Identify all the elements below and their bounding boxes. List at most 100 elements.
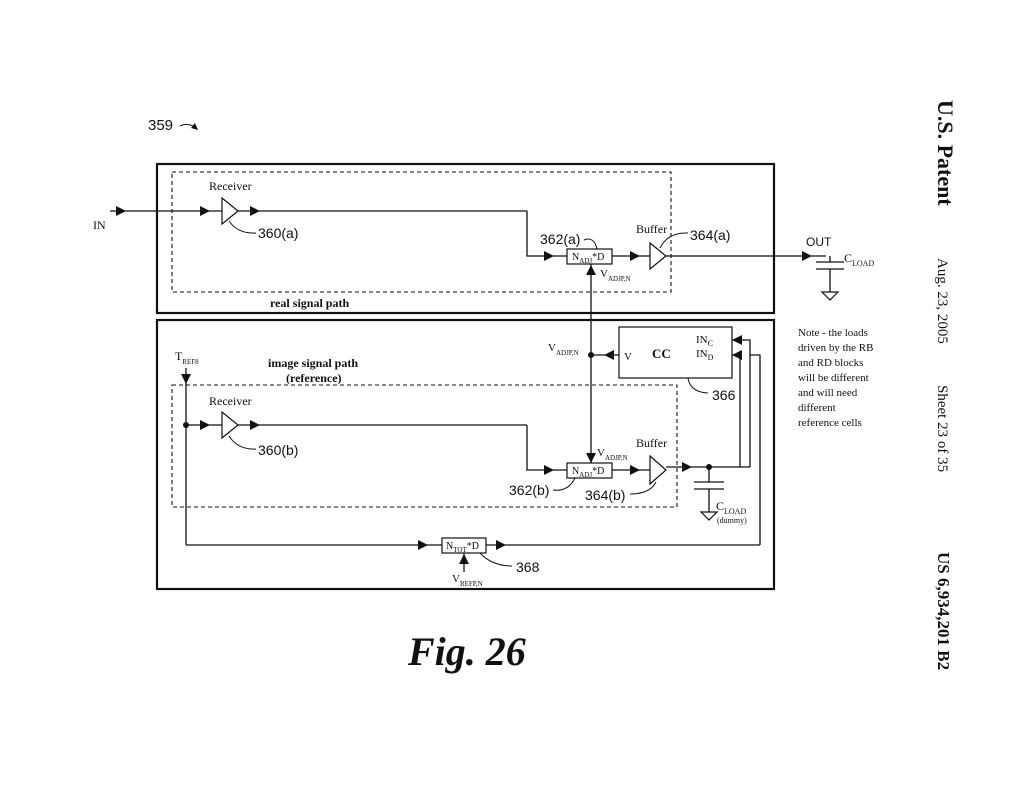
cc-vout-arrow	[604, 350, 614, 360]
tot-n: N	[446, 541, 453, 552]
cc-ind-sub: D	[708, 353, 714, 362]
note-line: driven by the RB	[798, 342, 873, 354]
input-arrow	[116, 206, 126, 216]
cc-ind-label: IND	[696, 348, 714, 362]
receiver-a-triangle	[221, 196, 239, 226]
real-path-label: real signal path	[270, 296, 349, 310]
delay-b-input-arrow	[544, 465, 554, 475]
delay-a-n: N	[572, 252, 579, 263]
image-path-label-line2: (reference)	[286, 371, 342, 385]
note-block: Note - the loads driven by the RB and RD…	[798, 327, 873, 429]
delay-b-ref: 362(b)	[509, 482, 549, 498]
tref-t: T	[175, 349, 183, 363]
delay-a-sub: ADJ	[579, 257, 592, 265]
cload-label: CLOAD	[844, 251, 874, 268]
vadj-up-arrow	[586, 265, 596, 275]
receiver-b-label: Receiver	[209, 394, 252, 408]
real-path-outer-box	[155, 162, 776, 315]
tot-text: NTOT*D	[446, 541, 479, 554]
dummy-note: (dummy)	[717, 516, 747, 525]
cc-v-label: V	[624, 351, 632, 363]
delay-b-suffix: *D	[592, 466, 604, 477]
vadj-b-sub: ADJP,N	[605, 454, 628, 462]
dummy-cload-label: CLOAD	[716, 499, 746, 516]
buffer-b-ref-leader	[629, 481, 657, 495]
cc-ind-in: IN	[696, 348, 708, 360]
figure-ref-number: 359	[148, 117, 173, 134]
figure-ref-arrowhead	[191, 123, 198, 130]
image-path-label-line1: image signal path	[268, 356, 358, 370]
tot-input-arrow	[418, 540, 428, 550]
note-line: reference cells	[798, 417, 862, 429]
note-line: and will need	[798, 387, 858, 399]
note-line: and RD blocks	[798, 357, 863, 369]
tot-suffix: *D	[467, 541, 479, 552]
wire-to-delay-b	[526, 425, 567, 471]
buffer-a-ref: 364(a)	[690, 227, 730, 243]
receiver-a-ref: 360(a)	[258, 225, 298, 241]
cc-ref: 366	[712, 387, 736, 403]
note-line: different	[798, 402, 836, 414]
cload-sub: LOAD	[852, 259, 874, 268]
delay-a-suffix: *D	[592, 252, 604, 263]
receiver-a-label: Receiver	[209, 179, 252, 193]
feedback-wire-ind	[732, 354, 741, 467]
image-path-outer-box	[155, 318, 776, 591]
tot-ref: 368	[516, 559, 540, 575]
delay-a-ref-leader	[583, 238, 598, 250]
buffer-b-output-arrow	[682, 462, 692, 472]
header-date: Aug. 23, 2005	[934, 258, 950, 344]
real-path-dashed-box	[171, 171, 672, 293]
delay-b-sub: ADJ	[579, 471, 592, 479]
inc-arrow	[732, 335, 742, 345]
tot-return-wire	[750, 354, 761, 545]
vadj-a-label: VADJP,N	[600, 268, 631, 283]
cc-block	[618, 326, 733, 379]
ground-icon	[820, 291, 840, 301]
tref-arrow	[181, 374, 191, 384]
patent-header: U.S. Patent Aug. 23, 2005 Sheet 23 of 35…	[933, 100, 958, 670]
buffer-b-triangle	[649, 454, 667, 486]
note-line: will be different	[798, 372, 869, 384]
vref-sub: REFP,N	[460, 580, 483, 588]
buffer-a-triangle	[649, 241, 667, 271]
receiver-b-ref-leader	[228, 435, 257, 450]
receiver-b-triangle	[221, 410, 239, 440]
vadj-left-sub: ADJP,N	[556, 349, 579, 357]
image-path-dashed-box	[171, 384, 678, 508]
receiver-b-ref: 360(b)	[258, 442, 298, 458]
ind-arrow	[732, 350, 742, 360]
input-label: IN	[93, 218, 106, 232]
receiver-a-ref-leader	[228, 220, 257, 234]
dummy-cload-c: C	[716, 499, 724, 513]
tot-ref-leader	[479, 552, 513, 567]
header-patent-number: US 6,934,201 B2	[934, 552, 953, 670]
cload-c: C	[844, 251, 852, 265]
buffer-b-label: Buffer	[636, 436, 667, 450]
buffer-a-input-arrow	[630, 251, 640, 261]
cc-inc-sub: C	[708, 339, 713, 348]
vadj-a-v: V	[600, 268, 608, 280]
cc-ref-leader	[687, 377, 709, 394]
vadj-down-arrow	[586, 453, 596, 463]
receiver-a-output-arrow	[250, 206, 260, 216]
vadj-b-label: VADJP,N	[597, 447, 628, 462]
tref-label: TREF8	[175, 349, 199, 366]
cc-inc-label: INC	[696, 334, 713, 348]
tref-sub: REF8	[182, 358, 199, 366]
delay-a-input-arrow	[544, 251, 554, 261]
vref-label: VREFP,N	[452, 573, 483, 588]
vref-v: V	[452, 573, 460, 585]
receiver-b-output-arrow	[250, 420, 260, 430]
dummy-cload-sub: LOAD	[724, 507, 746, 516]
buffer-b-ref: 364(b)	[585, 487, 625, 503]
buffer-b-input-arrow	[630, 465, 640, 475]
vref-arrow	[459, 554, 469, 564]
delay-b-text: NADJ*D	[572, 466, 604, 479]
receiver-a-input-arrow	[200, 206, 210, 216]
receiver-b-input-arrow	[200, 420, 210, 430]
tot-output-arrow	[496, 540, 506, 550]
delay-b-ref-leader	[552, 477, 576, 491]
dummy-ground-icon	[699, 511, 719, 521]
